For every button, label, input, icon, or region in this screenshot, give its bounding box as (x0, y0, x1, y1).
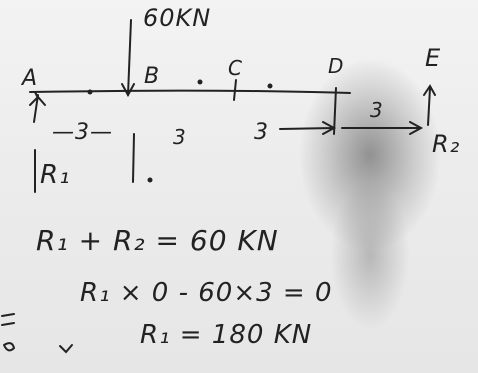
point-e: E (425, 44, 442, 72)
margin-mark (1, 313, 15, 326)
smudge (330, 180, 410, 330)
load-label: 60KN (143, 4, 212, 32)
support-a (29, 94, 46, 123)
dim-arrow-cd (279, 121, 337, 135)
dot (267, 83, 273, 89)
span-bc: 3 (173, 125, 187, 149)
point-b: B (144, 64, 161, 89)
load-arrow (127, 19, 132, 96)
tick-b (132, 133, 135, 183)
tick-c (233, 79, 237, 101)
load-arrow-head (121, 83, 135, 98)
dot (147, 177, 153, 183)
point-c: C (228, 56, 243, 80)
span-de: 3 (370, 98, 384, 122)
point-d: D (328, 54, 345, 78)
dot (197, 79, 203, 85)
reaction-r1: R₁ (40, 160, 71, 190)
r1-mark (34, 91, 39, 99)
margin-mark (59, 344, 73, 354)
support-e (423, 84, 436, 126)
equation-1: R₁ + R₂ = 60 KN (36, 224, 279, 257)
span-ab: —3— (52, 120, 113, 145)
reaction-r2: R₂ (432, 130, 461, 158)
dim-arrow-de (341, 121, 424, 135)
dot (87, 89, 93, 95)
support-d (333, 87, 337, 135)
span-cd: 3 (254, 120, 269, 145)
margin-mark (3, 342, 16, 352)
equation-2: R₁ × 0 - 60×3 = 0 (80, 278, 333, 308)
point-a: A (22, 66, 39, 91)
equation-3: R₁ = 180 KN (140, 320, 313, 350)
beam-line (29, 89, 351, 94)
